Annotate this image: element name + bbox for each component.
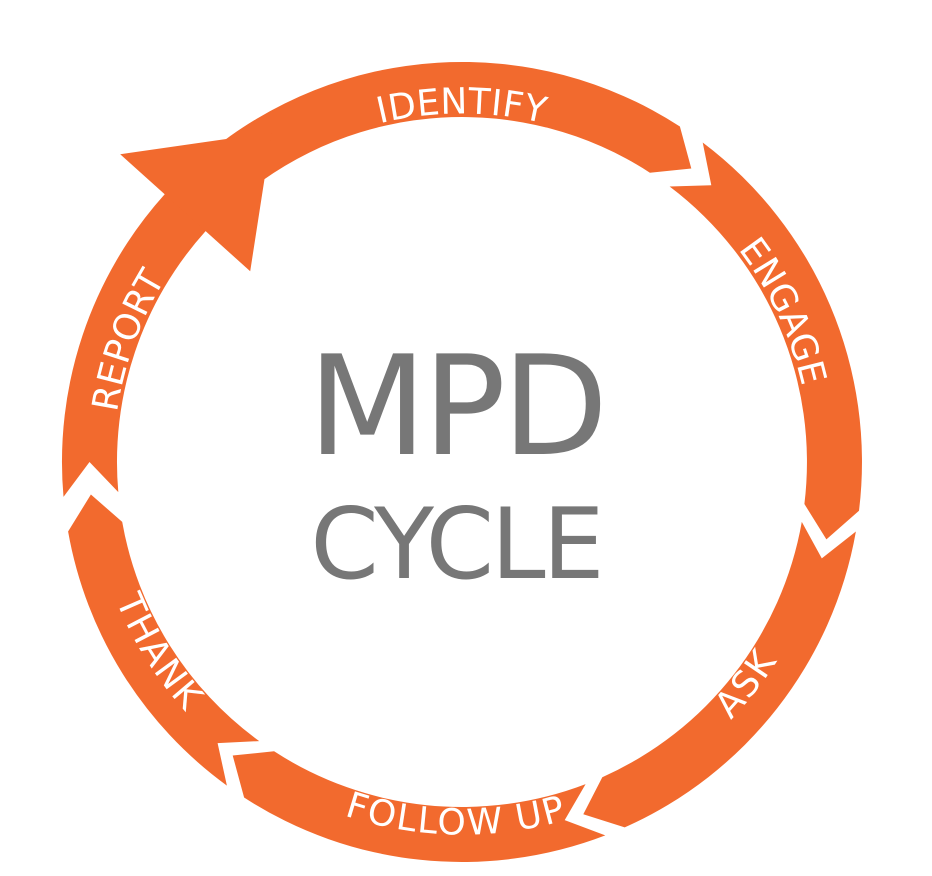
- center-title-line-1: MPD: [308, 326, 605, 487]
- segment-ask: [583, 521, 856, 828]
- cycle-ring: [61, 61, 862, 862]
- segment-thank: [68, 494, 260, 786]
- segment-report: [61, 189, 208, 497]
- label-identify: IDENTIFY: [373, 81, 552, 132]
- center-title: MPD CYCLE: [308, 326, 609, 602]
- center-title-line-2: CYCLE: [310, 488, 601, 602]
- report-arrow-head: [120, 132, 272, 272]
- segment-identify: [204, 61, 692, 198]
- segment-engage: [669, 142, 862, 540]
- segment-follow-up: [232, 751, 606, 862]
